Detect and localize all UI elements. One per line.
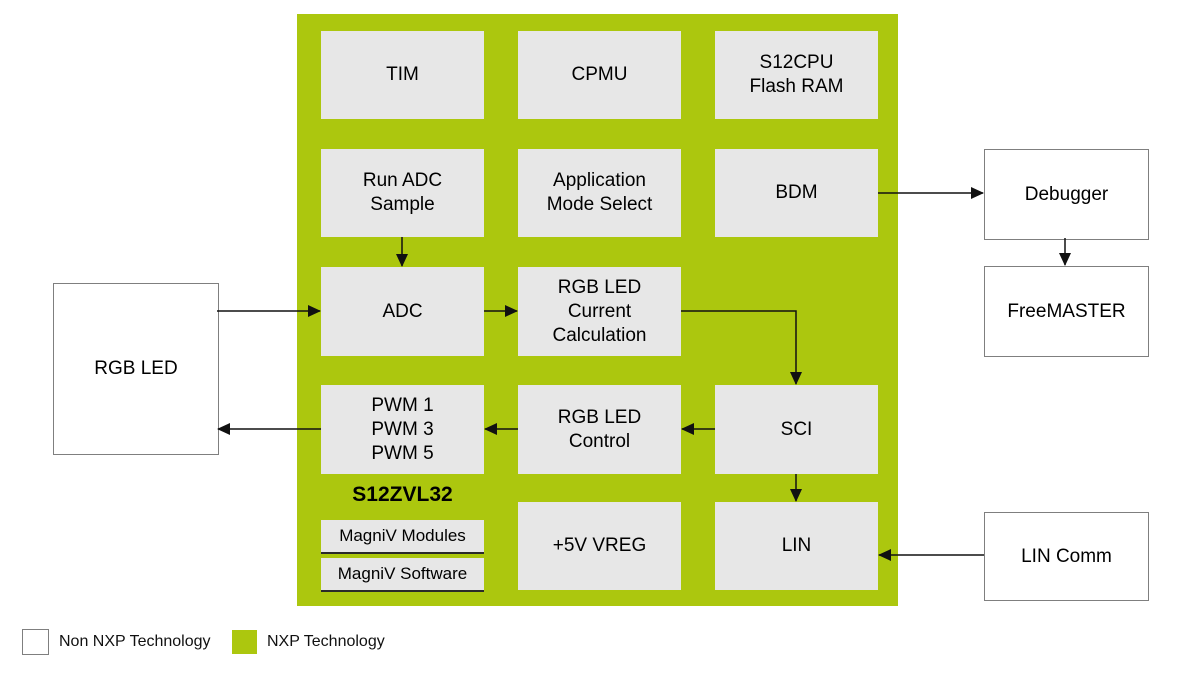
box-rgb-led-label: RGB LED <box>94 358 178 379</box>
block-5v-vreg: +5V VREG <box>518 502 681 590</box>
block-sci-label: SCI <box>780 418 813 440</box>
block-rgb-led-current-calculation-label: RGB LED Current Calculation <box>552 276 647 346</box>
block-adc: ADC <box>321 267 484 356</box>
block-rgb-led-current-calculation: RGB LED Current Calculation <box>518 267 681 356</box>
block-bdm-label: BDM <box>775 182 818 203</box>
block-application-mode-select-label: Application Mode Select <box>546 170 653 215</box>
block-lin: LIN <box>715 502 878 590</box>
block-rgb-led-control-label: RGB LED Control <box>557 406 642 452</box>
block-rgb-led-control: RGB LED Control <box>518 385 681 474</box>
block-magniv-software-label: MagniV Software <box>337 564 468 583</box>
soc-part-number: S12ZVL32 <box>352 483 453 506</box>
block-magniv-modules: MagniV Modules <box>321 520 484 554</box>
block-bdm: BDM <box>715 149 878 237</box>
block-adc-label: ADC <box>382 300 423 322</box>
legend-nxp-swatch <box>232 630 257 654</box>
box-freemaster-label: FreeMASTER <box>1007 300 1126 322</box>
block-tim: TIM <box>321 31 484 119</box>
block-cpmu: CPMU <box>518 31 681 119</box>
legend-nxp-label: NXP Technology <box>267 633 385 650</box>
block-lin-label: LIN <box>781 535 812 556</box>
block-pwm-label: PWM 1 PWM 3 PWM 5 <box>371 394 434 464</box>
block-cpmu-label: CPMU <box>571 64 628 85</box>
box-lin-comm: LIN Comm <box>984 512 1149 601</box>
block-run-adc-sample: Run ADC Sample <box>321 149 484 237</box>
block-run-adc-sample-label: Run ADC Sample <box>362 170 443 215</box>
box-freemaster: FreeMASTER <box>984 266 1149 357</box>
block-sci: SCI <box>715 385 878 474</box>
box-debugger-label: Debugger <box>1024 183 1109 205</box>
box-lin-comm-label: LIN Comm <box>1021 545 1112 567</box>
block-s12cpu-flash-ram: S12CPU Flash RAM <box>715 31 878 119</box>
block-tim-label: TIM <box>386 64 419 85</box>
block-s12cpu-flash-ram-label: S12CPU Flash RAM <box>749 52 844 97</box>
block-magniv-modules-label: MagniV Modules <box>339 526 466 545</box>
block-application-mode-select: Application Mode Select <box>518 149 681 237</box>
legend-non-nxp: Non NXP Technology <box>22 628 211 656</box>
box-debugger: Debugger <box>984 149 1149 240</box>
legend-non-nxp-label: Non NXP Technology <box>59 633 211 650</box>
block-magniv-software: MagniV Software <box>321 558 484 592</box>
block-pwm: PWM 1 PWM 3 PWM 5 <box>321 385 484 474</box>
legend-non-nxp-swatch <box>22 629 49 655</box>
legend-nxp: NXP Technology <box>232 628 385 656</box>
block-5v-vreg-label: +5V VREG <box>552 535 647 556</box>
box-rgb-led: RGB LED <box>53 283 219 455</box>
